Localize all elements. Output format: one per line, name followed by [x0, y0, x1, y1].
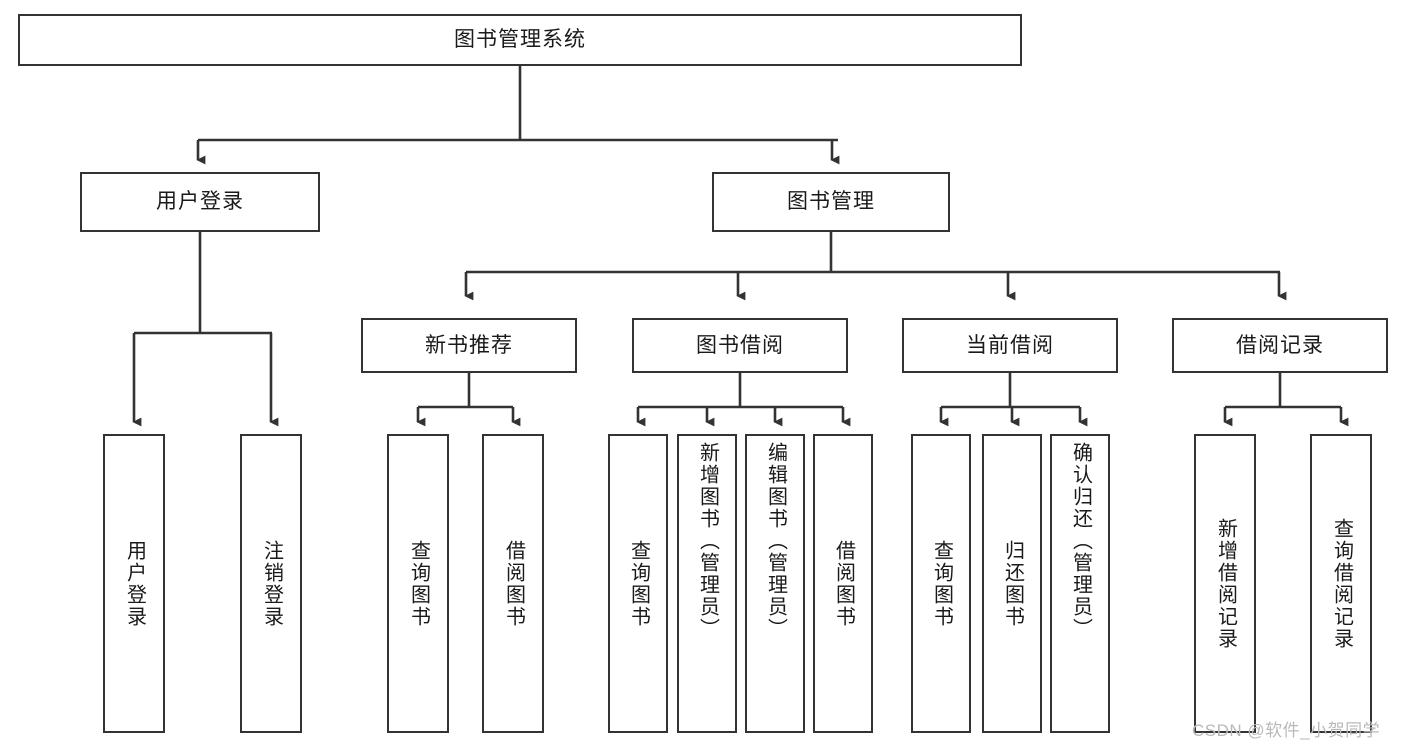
node-leaf-query-book-3[interactable]: 查询图书	[911, 434, 971, 733]
node-leaf-add-book[interactable]: 新增图书（管理员）	[677, 434, 737, 733]
node-leaf-confirm-return[interactable]: 确认归还（管理员）	[1050, 434, 1110, 733]
node-book-borrow[interactable]: 图书借阅	[632, 318, 848, 373]
node-leaf-edit-book[interactable]: 编辑图书（管理员）	[745, 434, 805, 733]
node-current-borrow[interactable]: 当前借阅	[902, 318, 1118, 373]
node-leaf-add-record[interactable]: 新增借阅记录	[1194, 434, 1256, 733]
node-leaf-edit-book-label: 编辑图书（管理员）	[764, 442, 787, 640]
node-borrow-record[interactable]: 借阅记录	[1172, 318, 1388, 373]
node-leaf-borrow-book-2-label: 借阅图书	[832, 539, 855, 628]
node-current-borrow-label: 当前借阅	[966, 333, 1054, 357]
node-leaf-borrow-book-2[interactable]: 借阅图书	[813, 434, 873, 733]
node-root-label: 图书管理系统	[454, 28, 586, 52]
node-leaf-user-login-label: 用户登录	[123, 539, 146, 628]
node-leaf-return-book-label: 归还图书	[1001, 539, 1024, 628]
node-leaf-query-book-3-label: 查询图书	[930, 539, 953, 628]
node-leaf-user-logout[interactable]: 注销登录	[240, 434, 302, 733]
node-leaf-query-book-1-label: 查询图书	[407, 539, 430, 628]
node-new-book-recommend[interactable]: 新书推荐	[361, 318, 577, 373]
node-leaf-add-book-label: 新增图书（管理员）	[696, 442, 719, 640]
node-leaf-return-book[interactable]: 归还图书	[982, 434, 1042, 733]
node-new-book-recommend-label: 新书推荐	[425, 333, 513, 357]
node-book-manage-label: 图书管理	[787, 190, 875, 214]
node-leaf-borrow-book-1-label: 借阅图书	[502, 539, 525, 628]
node-leaf-confirm-return-label: 确认归还（管理员）	[1069, 442, 1092, 640]
node-user-login[interactable]: 用户登录	[80, 172, 320, 232]
node-book-borrow-label: 图书借阅	[696, 333, 784, 357]
node-root[interactable]: 图书管理系统	[18, 14, 1022, 66]
node-leaf-query-book-1[interactable]: 查询图书	[387, 434, 449, 733]
node-leaf-query-book-2-label: 查询图书	[627, 539, 650, 628]
node-book-manage[interactable]: 图书管理	[712, 172, 950, 232]
node-user-login-label: 用户登录	[156, 190, 244, 214]
node-leaf-query-record-label: 查询借阅记录	[1330, 517, 1353, 650]
node-leaf-user-login[interactable]: 用户登录	[103, 434, 165, 733]
node-borrow-record-label: 借阅记录	[1236, 333, 1324, 357]
node-leaf-query-record[interactable]: 查询借阅记录	[1310, 434, 1372, 733]
csdn-watermark: CSDN @软件_小贺同学	[1192, 721, 1381, 740]
node-leaf-borrow-book-1[interactable]: 借阅图书	[482, 434, 544, 733]
node-leaf-query-book-2[interactable]: 查询图书	[608, 434, 668, 733]
node-leaf-user-logout-label: 注销登录	[260, 539, 283, 628]
node-leaf-add-record-label: 新增借阅记录	[1214, 517, 1237, 650]
